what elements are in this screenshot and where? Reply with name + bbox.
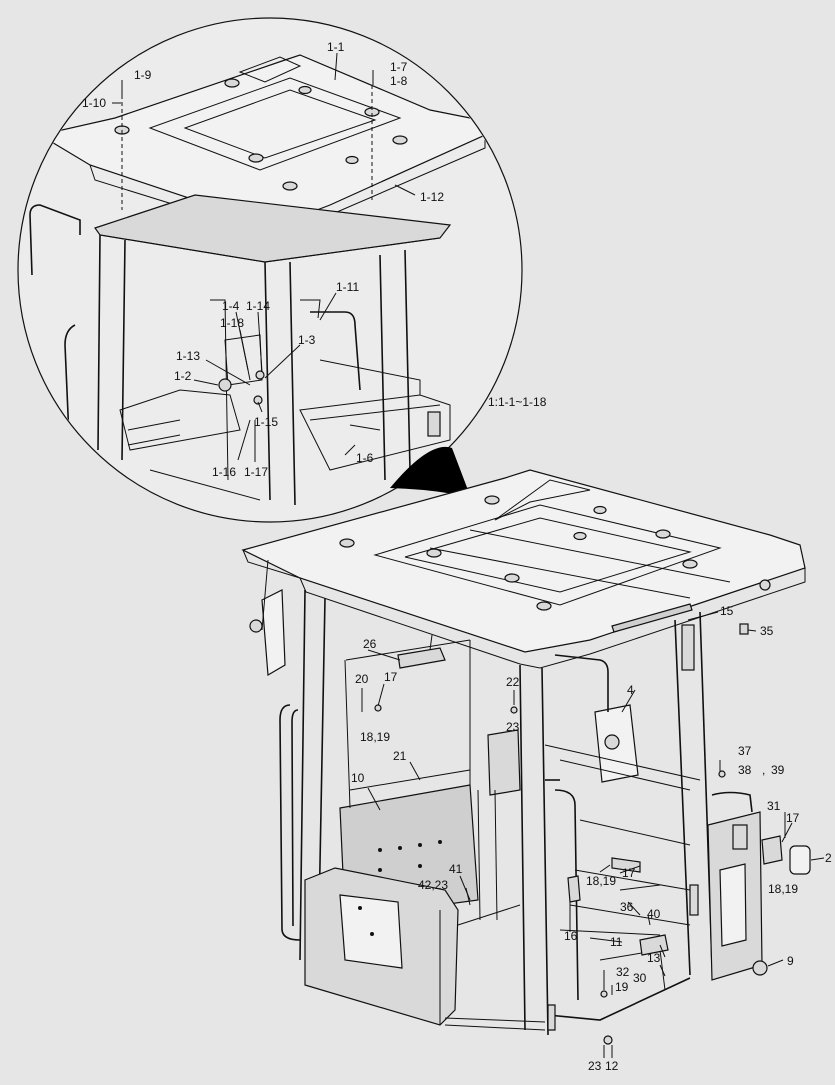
detail-inset: 1-1 1-9 1-10 1-7 1-8 1-12 1-11 1-4 1-14 … bbox=[17, 17, 523, 523]
callout-35: 35 bbox=[760, 624, 774, 638]
callout-23-a: 23 bbox=[506, 720, 520, 734]
callout-1-4: 1-4 bbox=[222, 299, 240, 313]
callout-1-17: 1-17 bbox=[244, 465, 268, 479]
detail-leaders bbox=[112, 52, 416, 462]
callout-1-12: 1-12 bbox=[420, 190, 444, 204]
callout-1-3: 1-3 bbox=[298, 333, 316, 347]
main-cab-assembly bbox=[241, 469, 811, 1036]
callout-17-a: 17 bbox=[384, 670, 398, 684]
callout-2: 2 bbox=[825, 851, 832, 865]
callout-23-b: 23 bbox=[588, 1059, 602, 1073]
inset-scale-label: 1:1-1~1-18 bbox=[488, 395, 547, 409]
callout-11: 11 bbox=[610, 935, 623, 949]
callout-1-1: 1-1 bbox=[327, 40, 345, 54]
callout-38: 38 bbox=[738, 763, 752, 777]
callout-1-8: 1-8 bbox=[390, 74, 408, 88]
detail-callout-labels: 1-1 1-9 1-10 1-7 1-8 1-12 1-11 1-4 1-14 … bbox=[82, 40, 444, 479]
callout-17-b: 17 bbox=[786, 811, 800, 825]
callout-12: 12 bbox=[605, 1059, 619, 1073]
callout-20: 20 bbox=[355, 672, 369, 686]
callout-1-15: 1-15 bbox=[254, 415, 278, 429]
callout-13: 13 bbox=[647, 951, 661, 965]
callout-37: 37 bbox=[738, 744, 752, 758]
callout-1-16: 1-16 bbox=[212, 465, 236, 479]
rear-wall-holes bbox=[378, 840, 442, 872]
callout-1-2: 1-2 bbox=[174, 369, 192, 383]
callout-32: 32 bbox=[616, 965, 630, 979]
callout-41: 41 bbox=[449, 862, 463, 876]
callout-42-23: 42,23 bbox=[418, 878, 448, 892]
callout-1-14: 1-14 bbox=[246, 299, 270, 313]
inset-roof-assembly bbox=[29, 54, 486, 506]
callout-comma: , bbox=[762, 763, 765, 777]
callout-26: 26 bbox=[363, 637, 377, 651]
callout-1-9: 1-9 bbox=[134, 68, 152, 82]
callout-9: 9 bbox=[787, 954, 794, 968]
callout-1-13: 1-13 bbox=[176, 349, 200, 363]
callout-36: 36 bbox=[620, 900, 634, 914]
callout-39: 39 bbox=[771, 763, 785, 777]
callout-18-19-a: 18,19 bbox=[360, 730, 390, 744]
callout-19: 19 bbox=[615, 980, 629, 994]
callout-1-11: 1-11 bbox=[336, 280, 359, 294]
callout-10: 10 bbox=[351, 771, 365, 785]
callout-18-19-c: 18,19 bbox=[586, 874, 616, 888]
main-callout-labels: 15 35 26 20 17 18,19 22 23 4 21 10 37 38… bbox=[351, 604, 832, 1073]
callout-1-10: 1-10 bbox=[82, 96, 106, 110]
callout-31: 31 bbox=[767, 799, 781, 813]
callout-15: 15 bbox=[720, 604, 734, 618]
callout-18-19-b: 18,19 bbox=[768, 882, 798, 896]
callout-16: 16 bbox=[564, 929, 578, 943]
callout-1-18: 1-18 bbox=[220, 316, 244, 330]
callout-4: 4 bbox=[627, 683, 634, 697]
callout-21: 21 bbox=[393, 749, 407, 763]
callout-30: 30 bbox=[633, 971, 647, 985]
callout-1-7: 1-7 bbox=[390, 60, 408, 74]
roof bbox=[241, 469, 806, 653]
callout-40: 40 bbox=[647, 907, 661, 921]
main-leaders bbox=[361, 611, 825, 1058]
callout-17-c: 17 bbox=[622, 866, 636, 880]
callout-1-6: 1-6 bbox=[356, 451, 374, 465]
callout-22: 22 bbox=[506, 675, 520, 689]
